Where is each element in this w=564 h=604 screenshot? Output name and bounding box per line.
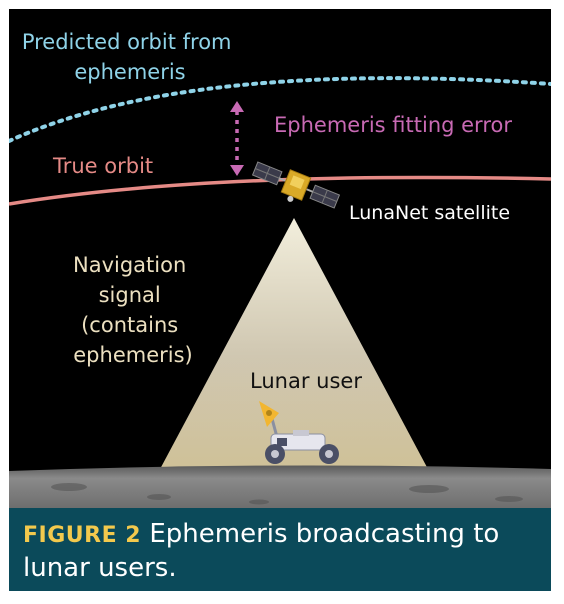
caption-label: FIGURE 2 [23, 523, 142, 548]
navigation-signal-label: Navigation signal (contains ephemeris) [73, 253, 193, 367]
satellite-label: LunaNet satellite [349, 202, 510, 224]
lunar-surface [9, 465, 551, 508]
true-orbit-line [9, 175, 551, 206]
lunar-rover-icon [259, 401, 339, 464]
figure-caption: FIGURE 2 Ephemeris broadcasting to lunar… [9, 508, 551, 591]
fitting-error-label: Ephemeris fitting error [274, 113, 512, 137]
figure-panel: Predicted orbit from ephemeris Ephemeris… [9, 9, 551, 508]
fitting-error-arrow [230, 101, 244, 176]
predicted-orbit-label: Predicted orbit from ephemeris [22, 30, 238, 84]
diagram-svg: Predicted orbit from ephemeris Ephemeris… [9, 30, 551, 508]
predicted-orbit-line [9, 76, 551, 143]
caption-text: Ephemeris broadcasting to lunar users. [23, 519, 500, 583]
true-orbit-label: True orbit [52, 154, 153, 178]
lunar-user-label: Lunar user [250, 369, 362, 393]
navigation-signal-beam [159, 218, 429, 471]
satellite-icon [251, 161, 341, 209]
